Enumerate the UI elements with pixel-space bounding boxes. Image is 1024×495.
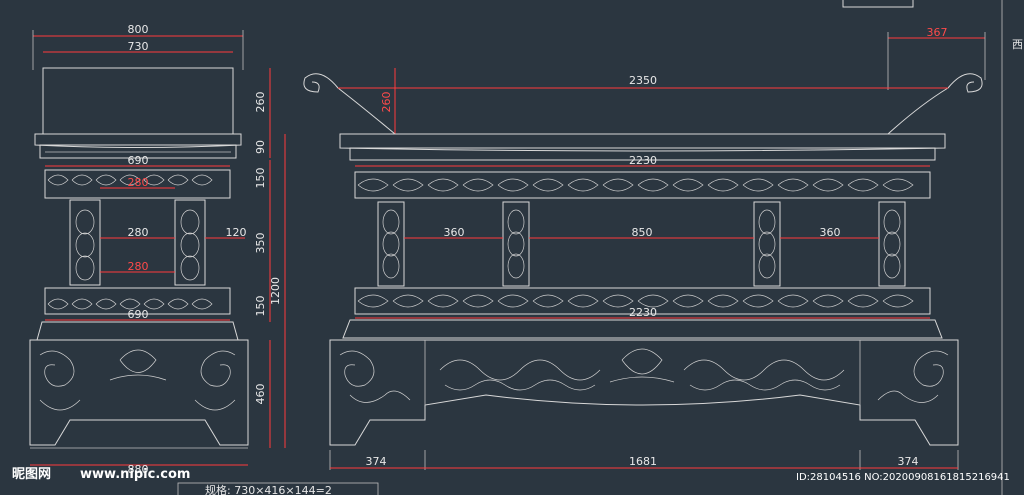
lotus-petal — [357, 294, 389, 308]
front-dim-374-right: 374 — [898, 455, 919, 468]
lotus-petal — [567, 178, 599, 192]
lotus-petal — [637, 294, 669, 308]
lotus-petal — [777, 294, 809, 308]
front-dim-260: 260 — [380, 92, 393, 113]
lotus-petal — [742, 178, 774, 192]
lotus-petal — [672, 178, 704, 192]
watermark-logo: 昵图网 — [12, 467, 51, 482]
lotus-petal — [847, 294, 879, 308]
lotus-petal — [357, 178, 389, 192]
side-dim-730: 730 — [128, 40, 149, 53]
front-dim-2350: 2350 — [629, 74, 657, 87]
lotus-petal — [602, 294, 634, 308]
lotus-petal — [637, 178, 669, 192]
side-dim-280-c: 280 — [128, 260, 149, 273]
bottom-caption: 规格: 730×416×144=2 — [205, 483, 332, 495]
side-dim-800: 800 — [128, 23, 149, 36]
front-dim-360-left: 360 — [444, 226, 465, 239]
lotus-petal — [532, 178, 564, 192]
lotus-petal — [777, 178, 809, 192]
lotus-petal — [427, 178, 459, 192]
front-dim-2230-top: 2230 — [629, 154, 657, 167]
side-dim-90: 90 — [254, 140, 267, 154]
side-view: 800 730 690 280 280 120 280 — [29, 23, 286, 476]
lotus-petal — [602, 178, 634, 192]
front-dim-2230-bottom: 2230 — [629, 306, 657, 319]
side-dim-150-bottom: 150 — [254, 296, 267, 317]
caption-box — [177, 482, 379, 495]
front-view: 367 2350 260 2230 360 850 360 — [303, 26, 986, 470]
side-dim-690-top: 690 — [128, 154, 149, 167]
side-dim-280-b: 280 — [128, 226, 149, 239]
watermark: 昵图网 www.nipic.com ID:28104516 NO:2020090… — [12, 467, 1010, 483]
lotus-petal — [462, 178, 494, 192]
watermark-site: www.nipic.com — [80, 467, 190, 482]
side-dim-150-top: 150 — [254, 168, 267, 189]
side-dim-690-bottom: 690 — [128, 308, 149, 321]
corner-text: 西 — [1012, 38, 1023, 51]
lotus-petal — [707, 178, 739, 192]
side-dim-460: 460 — [254, 384, 267, 405]
lotus-petal — [497, 294, 529, 308]
lotus-petal — [392, 294, 424, 308]
lotus-petal — [532, 294, 564, 308]
side-dim-350: 350 — [254, 233, 267, 254]
front-dim-367: 367 — [927, 26, 948, 39]
lotus-petal — [707, 294, 739, 308]
title-block-fragment — [842, 0, 914, 8]
lotus-petal — [742, 294, 774, 308]
lotus-petal — [462, 294, 494, 308]
lotus-petal — [567, 294, 599, 308]
front-dim-360-right: 360 — [820, 226, 841, 239]
lotus-petal — [847, 178, 879, 192]
front-dim-1681: 1681 — [629, 455, 657, 468]
side-dim-280-a: 280 — [128, 176, 149, 189]
side-dim-880: 880 — [128, 463, 149, 476]
lotus-petal — [812, 178, 844, 192]
watermark-id: ID:28104516 NO:20200908161815216941 — [796, 472, 1010, 483]
lotus-petal — [672, 294, 704, 308]
side-dim-260: 260 — [254, 92, 267, 113]
front-dim-374-left: 374 — [366, 455, 387, 468]
front-dim-850: 850 — [632, 226, 653, 239]
lotus-petal — [882, 294, 914, 308]
lotus-petal — [427, 294, 459, 308]
lotus-petal — [497, 178, 529, 192]
side-dim-1200: 1200 — [269, 277, 282, 305]
lotus-petal — [882, 178, 914, 192]
side-dim-120: 120 — [226, 226, 247, 239]
lotus-petal — [812, 294, 844, 308]
lotus-petal — [392, 178, 424, 192]
